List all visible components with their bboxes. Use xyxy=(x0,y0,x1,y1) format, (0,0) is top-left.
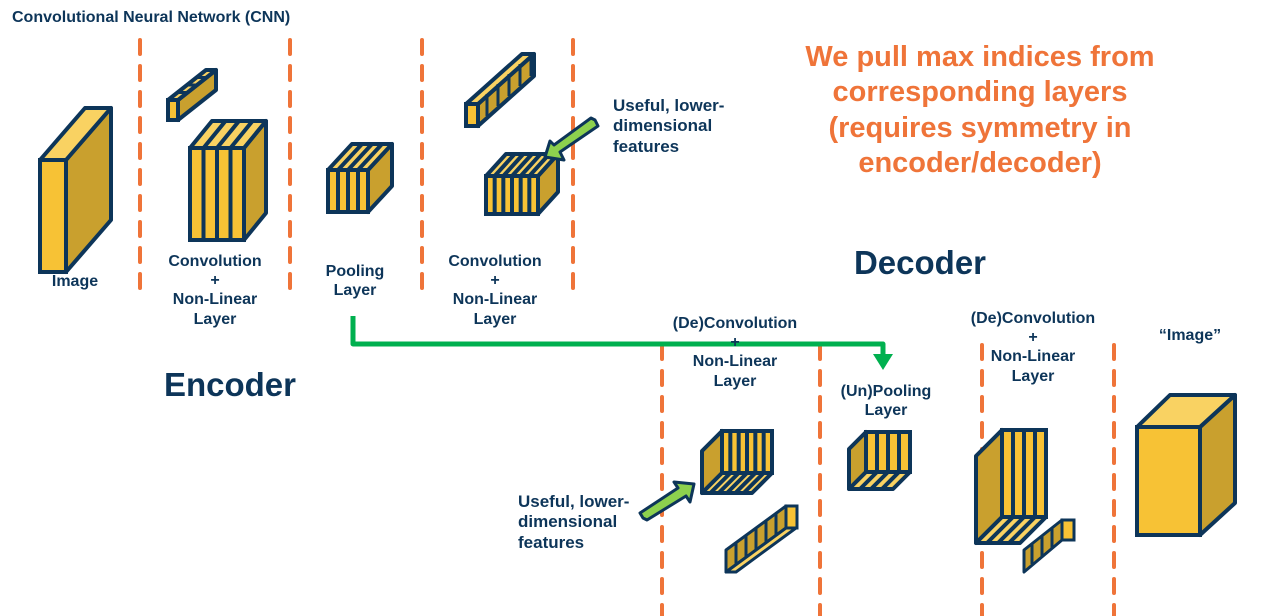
deconv1-small-cube xyxy=(724,504,799,574)
deconv2-feature-cube xyxy=(974,428,1048,545)
cube-slice-top xyxy=(228,119,255,150)
cube-front xyxy=(166,98,180,122)
conv1-small-cube xyxy=(166,68,218,122)
arrows xyxy=(350,116,893,522)
cube-slice-bottom xyxy=(708,471,732,495)
label-image: Image xyxy=(51,273,99,290)
cube-slice-bottom xyxy=(1007,515,1037,545)
unpool-feature-cube xyxy=(847,430,912,491)
decoder-heading: Decoder xyxy=(853,244,987,281)
cube-slice-top xyxy=(336,142,364,172)
cube-slice-bottom xyxy=(880,470,901,491)
arrow-body xyxy=(638,480,696,522)
label-pooling: Pooling Layer xyxy=(325,263,385,300)
label-conv-2: Convolution + Non-Linear Layer xyxy=(448,253,542,328)
cube-slice-top xyxy=(510,152,534,178)
pool-feature-cube xyxy=(326,142,394,214)
deconv1-feature-cube xyxy=(700,429,774,495)
max-indices-annotation: We pull max indices from corresponding l… xyxy=(805,41,1155,180)
cube-slice-bottom xyxy=(725,471,749,495)
label-unpooling: (Un)Pooling Layer xyxy=(840,383,932,420)
conv1-feature-cube xyxy=(188,119,268,242)
cube-front xyxy=(38,158,68,274)
label-deconv-1: (De)Convolution + Non-Linear Layer xyxy=(672,315,798,390)
decoder-feature-arrow xyxy=(638,480,696,522)
cube-front xyxy=(1135,425,1202,537)
label-output-image: “Image” xyxy=(1158,327,1222,344)
encoder-feature-arrow xyxy=(543,116,600,162)
cube-slice-bottom xyxy=(717,471,741,495)
cube-slice-top xyxy=(493,152,517,178)
max-indices-connection xyxy=(350,316,886,356)
cube-slice-top xyxy=(519,152,543,178)
input-image-slab xyxy=(38,106,113,274)
cube-slice-top xyxy=(356,142,384,172)
cube-slice-bottom xyxy=(858,470,879,491)
deconv2-small-cube xyxy=(1022,518,1076,574)
cube-slice-top xyxy=(346,142,374,172)
cube-slice-top xyxy=(215,119,241,150)
conv2-small-cube xyxy=(464,52,536,128)
cube-slice-bottom xyxy=(996,515,1026,545)
cube-front xyxy=(1060,518,1076,542)
decoder-feature-note: Useful, lower- dimensional features xyxy=(518,492,630,552)
feature-maps xyxy=(38,52,1237,574)
cube-front xyxy=(784,504,799,530)
cube-slice-top xyxy=(201,119,228,150)
cube-slice-bottom xyxy=(742,471,766,495)
cube-slice-top xyxy=(501,152,525,178)
label-deconv-2: (De)Convolution + Non-Linear Layer xyxy=(970,310,1096,385)
encoder-heading: Encoder xyxy=(163,366,297,403)
arrow-body xyxy=(543,116,600,162)
max-indices-arrowhead xyxy=(873,354,893,370)
cube-slice-bottom xyxy=(985,515,1015,545)
diagram-title: Convolutional Neural Network (CNN) xyxy=(12,9,291,26)
cube-slice-bottom xyxy=(869,470,890,491)
label-conv-1: Convolution + Non-Linear Layer xyxy=(168,253,262,328)
cube-slice-bottom xyxy=(733,471,757,495)
output-image-block xyxy=(1135,393,1237,537)
cube-front xyxy=(464,102,480,128)
conv2-feature-cube xyxy=(484,152,560,216)
encoder-feature-note: Useful, lower- dimensional features xyxy=(613,96,725,156)
